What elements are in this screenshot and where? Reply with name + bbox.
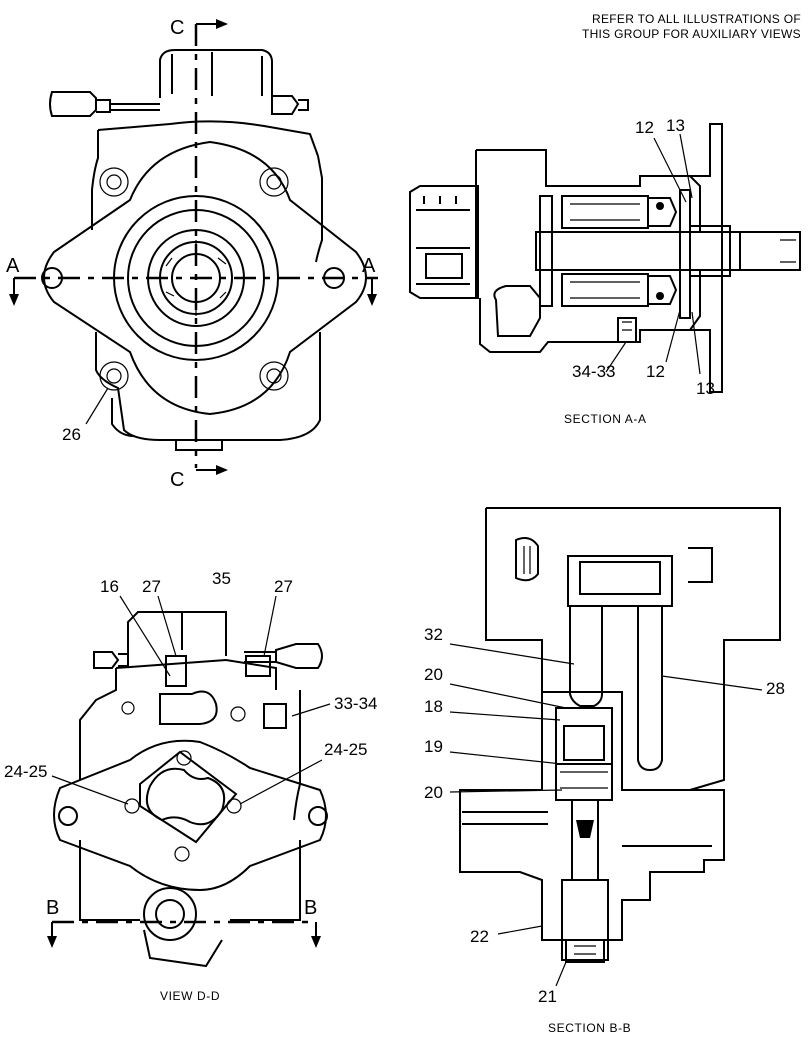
section-marker-c-bottom: C [170, 469, 184, 491]
callout-dd-24-25-right: 24-25 [324, 740, 367, 759]
section-aa-view [409, 123, 801, 393]
callout-aa-13-top: 13 [666, 116, 685, 135]
callout-bb-21: 21 [538, 987, 557, 1006]
caption-section-aa: SECTION A-A [564, 412, 647, 426]
view-dd [47, 595, 331, 968]
reference-note-line-2: THIS GROUP FOR AUXILIARY VIEWS [581, 27, 801, 41]
section-marker-a-right: A [362, 255, 376, 277]
reference-note-line-1: REFER TO ALL ILLUSTRATIONS OF [592, 12, 801, 26]
section-marker-b-left: B [46, 897, 59, 919]
callout-aa-34-33: 34-33 [572, 362, 615, 381]
section-marker-c-top: C [170, 17, 184, 39]
callout-aa-12-top: 12 [635, 118, 654, 137]
callout-bb-20-lower: 20 [424, 783, 443, 802]
callout-bb-18: 18 [424, 697, 443, 716]
callout-aa-12-bottom: 12 [646, 362, 665, 381]
caption-view-dd: VIEW D-D [160, 989, 220, 1003]
callout-bb-20-upper: 20 [424, 665, 443, 684]
callout-bb-32: 32 [424, 625, 443, 644]
callout-dd-16: 16 [100, 577, 119, 596]
callout-bb-19: 19 [424, 737, 443, 756]
caption-section-bb: SECTION B-B [548, 1021, 631, 1035]
callout-aa-13-bottom: 13 [696, 379, 715, 398]
callout-bb-28: 28 [766, 679, 785, 698]
section-marker-b-right: B [304, 897, 317, 919]
section-marker-a-left: A [6, 255, 20, 277]
callout-dd-33-34: 33-34 [334, 694, 377, 713]
section-bb-view [449, 507, 781, 987]
callout-dd-24-25-left: 24-25 [4, 762, 47, 781]
callout-dd-27-left: 27 [142, 577, 161, 596]
callout-26: 26 [62, 425, 81, 444]
front-view [9, 19, 378, 475]
reference-note: REFER TO ALL ILLUSTRATIONS OF THIS GROUP… [582, 12, 801, 42]
callout-dd-27-right: 27 [274, 577, 293, 596]
callout-bb-22: 22 [470, 927, 489, 946]
callout-dd-35: 35 [212, 569, 231, 588]
